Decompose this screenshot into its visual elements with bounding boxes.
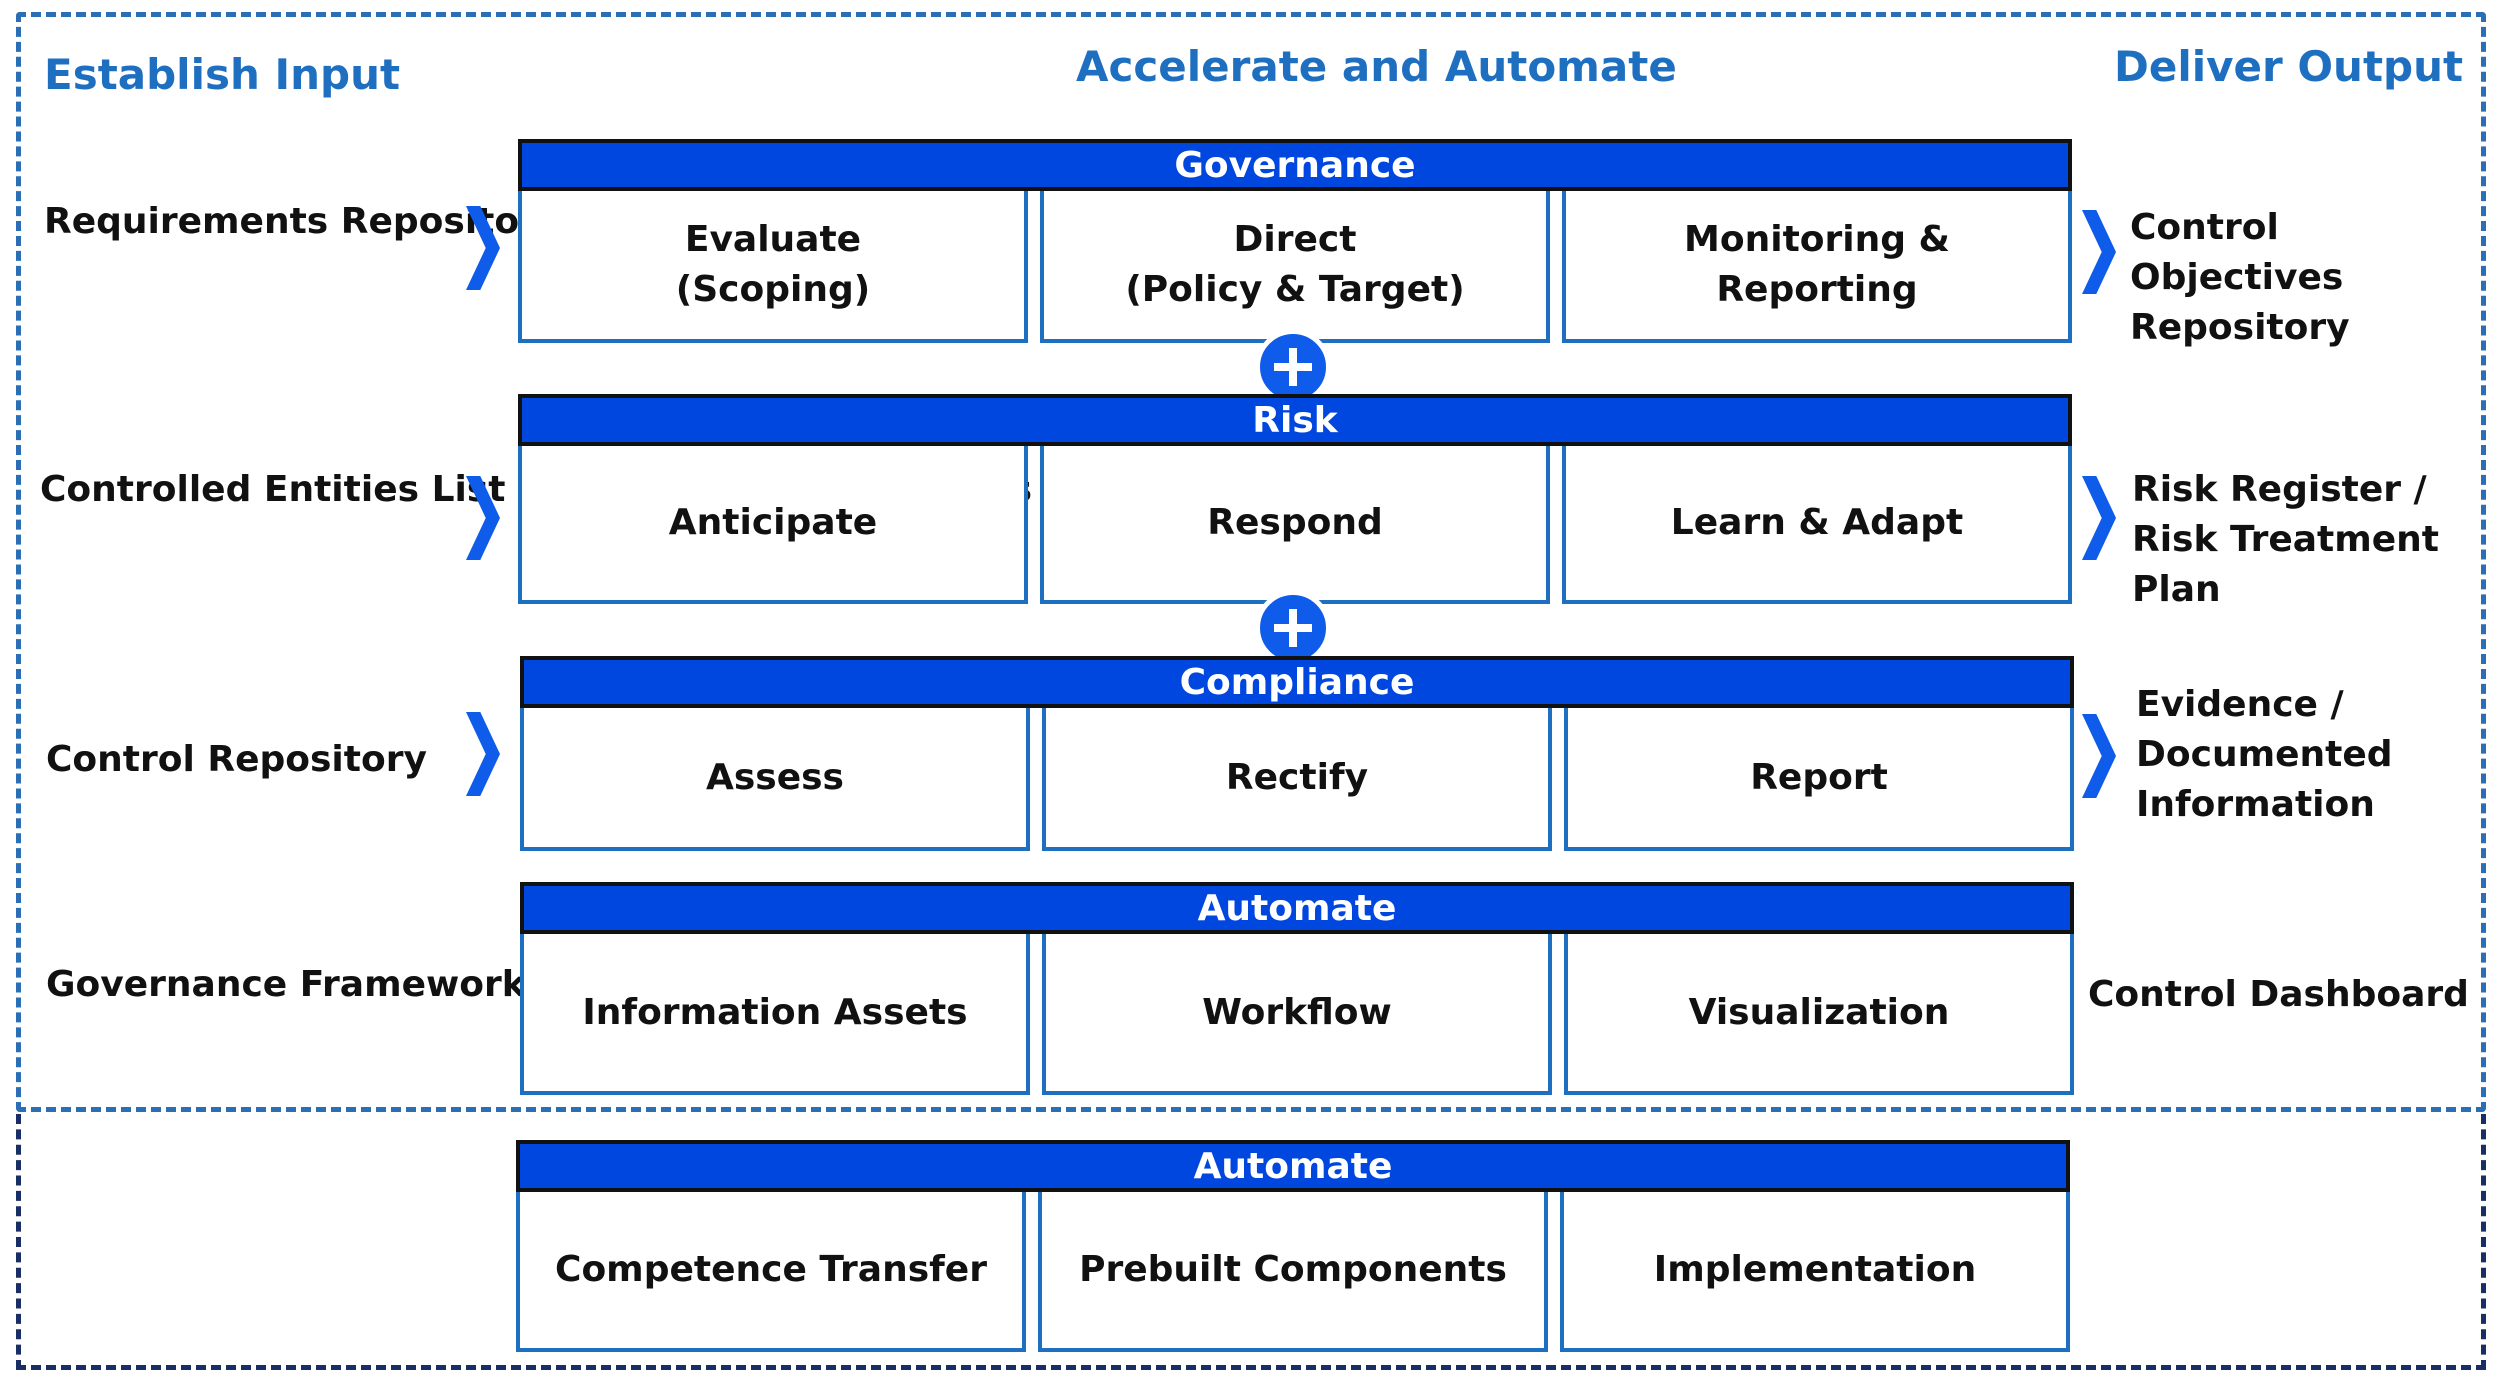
delivery-automate-header: Automate	[516, 1140, 2070, 1192]
deliver-output-heading: Deliver Output	[2114, 42, 2464, 91]
learn-adapt-cell: Learn & Adapt	[1562, 446, 2072, 604]
governance-group: Governance Evaluate (Scoping) Direct (Po…	[518, 139, 2072, 343]
assess-cell: Assess	[520, 708, 1030, 851]
risk-group: Risk Anticipate Respond Learn & Adapt	[518, 394, 2072, 604]
risk-cells: Anticipate Respond Learn & Adapt	[518, 446, 2072, 604]
governance-cells: Evaluate (Scoping) Direct (Policy & Targ…	[518, 191, 2072, 343]
delivery-frame	[16, 1114, 2486, 1370]
process-frame	[16, 12, 2486, 1112]
direct-cell: Direct (Policy & Target)	[1040, 191, 1550, 343]
compliance-group: Compliance Assess Rectify Report	[520, 656, 2074, 851]
compliance-input: Control Repository	[46, 739, 427, 780]
risk-header: Risk	[518, 394, 2072, 446]
compliance-output: Evidence / Documented Information	[2136, 684, 2393, 825]
governance-header: Governance	[518, 139, 2072, 191]
accelerate-automate-heading: Accelerate and Automate	[1076, 42, 1677, 91]
compliance-cells: Assess Rectify Report	[520, 708, 2074, 851]
information-assets-cell: Information Assets	[520, 934, 1030, 1095]
establish-input-heading: Establish Input	[44, 50, 401, 99]
automate-group: Automate Information Assets Workflow Vis…	[520, 882, 2074, 1095]
prebuilt-components-cell: Prebuilt Components	[1038, 1192, 1548, 1352]
delivery-automate-cells: Competence Transfer Prebuilt Components …	[516, 1192, 2070, 1352]
automate-header: Automate	[520, 882, 2074, 934]
compliance-header: Compliance	[520, 656, 2074, 708]
risk-output: Risk Register / Risk Treatment Plan	[2132, 469, 2440, 610]
visualization-cell: Visualization	[1564, 934, 2074, 1095]
automate-output: Control Dashboard	[2088, 974, 2469, 1015]
automate-cells: Information Assets Workflow Visualizatio…	[520, 934, 2074, 1095]
plus-circle-icon	[1255, 329, 1331, 405]
workflow-cell: Workflow	[1042, 934, 1552, 1095]
evaluate-cell: Evaluate (Scoping)	[518, 191, 1028, 343]
monitoring-cell: Monitoring & Reporting	[1562, 191, 2072, 343]
automate-input: Governance Framework	[46, 964, 526, 1005]
rectify-cell: Rectify	[1042, 708, 1552, 851]
anticipate-cell: Anticipate	[518, 446, 1028, 604]
report-cell: Report	[1564, 708, 2074, 851]
governance-output: Control Objectives Repository	[2130, 207, 2350, 348]
respond-cell: Respond	[1040, 446, 1550, 604]
plus-circle-icon	[1255, 590, 1331, 666]
competence-transfer-cell: Competence Transfer	[516, 1192, 1026, 1352]
implementation-cell: Implementation	[1560, 1192, 2070, 1352]
delivery-automate-group: Automate Competence Transfer Prebuilt Co…	[516, 1140, 2070, 1352]
